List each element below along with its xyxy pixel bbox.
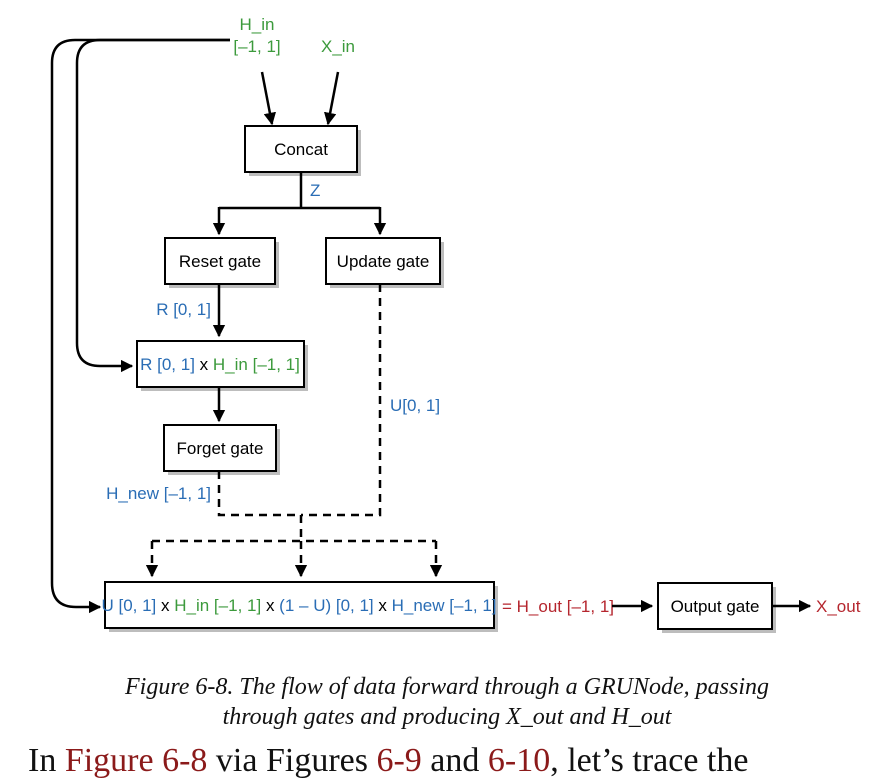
combine-x-sign-2: x bbox=[266, 596, 275, 615]
combine-u-term: U [0, 1] bbox=[101, 596, 156, 615]
multiply-x-sign: x bbox=[200, 355, 209, 374]
concat-box bbox=[244, 125, 358, 173]
h-in-to-combine-path bbox=[50, 38, 230, 614]
figure-caption-line-2: through gates and producing X_out and H_… bbox=[222, 704, 672, 730]
u-edge-label: U[0, 1] bbox=[390, 396, 440, 415]
reset-gate-box bbox=[164, 237, 276, 285]
link-figure-6-10[interactable]: 6-10 bbox=[487, 742, 551, 779]
concat-label: Concat bbox=[274, 140, 328, 159]
link-figure-6-9[interactable]: 6-9 bbox=[376, 742, 422, 779]
x-in-to-concat-arrow bbox=[323, 71, 340, 126]
update-gate-label: Update gate bbox=[337, 252, 430, 271]
u-dashed-path bbox=[301, 284, 382, 517]
h-in-label: H_in bbox=[240, 15, 275, 34]
h-new-edge-label: H_new [–1, 1] bbox=[106, 484, 211, 503]
h-out-label: = H_out [–1, 1] bbox=[502, 597, 614, 616]
x-in-label: X_in bbox=[321, 37, 355, 56]
update-gate-box bbox=[325, 237, 441, 285]
body-text-1: In bbox=[28, 742, 65, 779]
gru-diagram: H_in [–1, 1] X_in Concat Z Reset gate Up… bbox=[50, 15, 861, 633]
z-label: Z bbox=[310, 181, 320, 200]
multiply-h-in-term: H_in [–1, 1] bbox=[213, 355, 300, 374]
combine-box bbox=[104, 581, 495, 629]
forget-gate-box bbox=[163, 424, 277, 472]
combine-box-text: U [0, 1] x H_in [–1, 1] x (1 – U) [0, 1]… bbox=[101, 596, 496, 615]
h-new-dashed-path bbox=[217, 471, 301, 517]
body-text-4: , let’s trace the bbox=[550, 742, 749, 779]
multiply-r-term: R [0, 1] bbox=[140, 355, 195, 374]
h-in-to-multiply-path bbox=[75, 38, 230, 373]
output-gate-box bbox=[657, 582, 773, 630]
combine-h-in-term: H_in [–1, 1] bbox=[174, 596, 261, 615]
h-in-to-concat-arrow bbox=[260, 71, 277, 126]
reset-gate-label: Reset gate bbox=[179, 252, 261, 271]
body-text-3: and bbox=[421, 742, 488, 779]
output-gate-label: Output gate bbox=[671, 597, 760, 616]
body-text-2: via Figures bbox=[207, 742, 377, 779]
r-edge-label: R [0, 1] bbox=[156, 300, 211, 319]
multiply-box bbox=[136, 340, 305, 388]
link-figure-6-8[interactable]: Figure 6-8 bbox=[64, 742, 208, 779]
combine-x-sign-1: x bbox=[161, 596, 170, 615]
combine-one-minus-u-term: (1 – U) [0, 1] bbox=[279, 596, 373, 615]
forget-gate-label: Forget gate bbox=[177, 439, 264, 458]
figure-caption-line-1: Figure 6-8. The flow of data forward thr… bbox=[124, 674, 769, 700]
x-out-label: X_out bbox=[816, 597, 861, 616]
body-text-line: In Figure 6-8 via Figures 6-9 and 6-10, … bbox=[28, 742, 748, 780]
combine-x-sign-3: x bbox=[378, 596, 387, 615]
multiply-box-text: R [0, 1] x H_in [–1, 1] bbox=[140, 355, 300, 374]
h-in-range-label: [–1, 1] bbox=[233, 37, 280, 56]
combine-h-new-term: H_new [–1, 1] bbox=[392, 596, 497, 615]
